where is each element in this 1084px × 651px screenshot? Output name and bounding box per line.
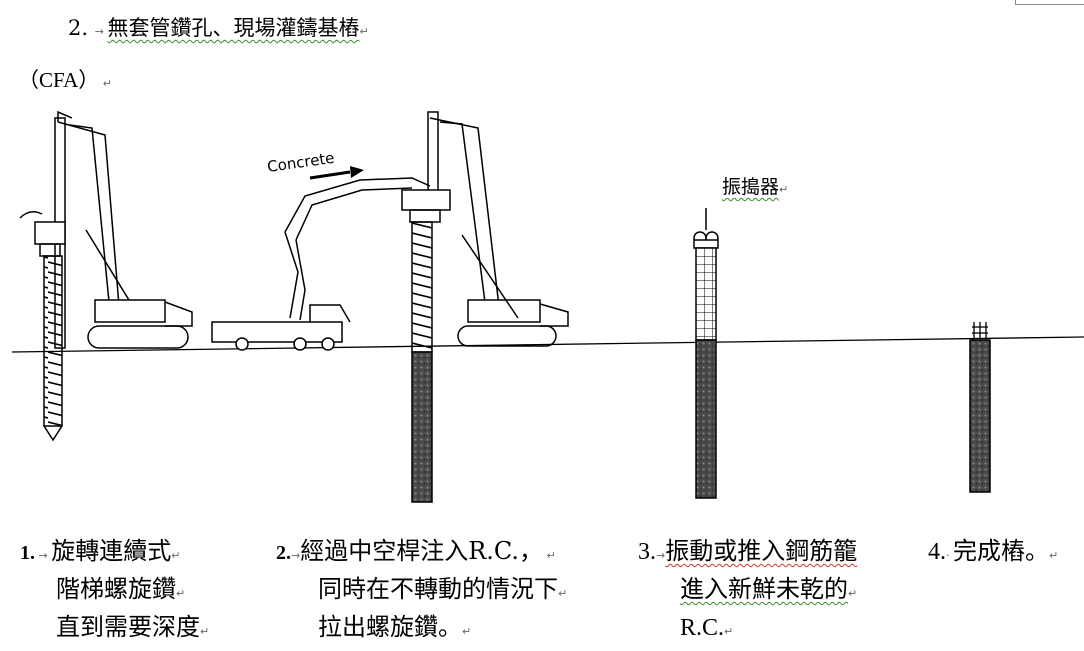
- step-3-line-3-row: R.C.↵: [680, 608, 733, 651]
- paragraph-mark-icon: ↵: [176, 587, 186, 600]
- paragraph-mark-icon: ↵: [1049, 549, 1059, 562]
- drill-rig-2: [401, 111, 569, 353]
- paragraph-mark-icon: ↵: [359, 25, 369, 38]
- pile-2-concrete: [411, 351, 433, 503]
- step-2-line-2-row: 同時在不轉動的情況下↵: [318, 570, 567, 613]
- drill-rig-1: [19, 110, 193, 442]
- paragraph-mark-icon: ↵: [724, 625, 734, 638]
- step-3-line-1: 振動或推入鋼筋籠: [665, 537, 858, 565]
- step-4: 4.· 完成樁。↵: [928, 532, 1058, 575]
- step-3-line-2: 進入新鮮未乾的: [680, 575, 848, 603]
- step-1-line-3: 直到需要深度: [56, 613, 200, 641]
- paragraph-mark-icon: ↵: [171, 549, 181, 562]
- step-1-number: 1.: [20, 542, 35, 564]
- paragraph-mark-icon: ↵: [558, 587, 568, 600]
- page-title: 2. → 無套管鑽孔、現場灌鑄基樁↵: [68, 12, 369, 42]
- concrete-flow-arrow: [309, 166, 364, 180]
- tab-arrow-icon: →: [656, 549, 666, 562]
- tab-arrow-icon: →: [35, 549, 52, 562]
- step-1-line-2: 階梯螺旋鑽: [56, 575, 176, 603]
- window-corner-frame: [1015, 0, 1084, 5]
- step-4-line-1: 完成樁。: [953, 537, 1049, 565]
- vibrator-label-text: 振搗器: [722, 176, 780, 198]
- step-3-number: 3.: [638, 539, 656, 565]
- step-2: 2.→經過中空桿注入R.C.， ↵: [276, 532, 556, 575]
- tab-arrow-icon: →: [94, 25, 108, 38]
- step-1-line-1: 旋轉連續式: [51, 537, 172, 565]
- paragraph-mark-icon: ↵: [543, 549, 556, 562]
- step-1: 1. → 旋轉連續式↵: [20, 532, 180, 575]
- step-2-line-3-row: 拉出螺旋鑽。↵: [318, 608, 471, 651]
- pile-4-concrete: [969, 339, 991, 493]
- paragraph-mark-icon: ↵: [462, 625, 472, 638]
- subtitle-text: （CFA）: [18, 68, 100, 92]
- rebar-cage: [695, 247, 717, 341]
- ground-line: [11, 336, 1084, 353]
- step-1-line-3-row: 直到需要深度↵: [56, 608, 209, 651]
- pile-4-rebar-top: [972, 322, 988, 340]
- concrete-pump-truck: [211, 177, 431, 351]
- pile-3-concrete: [695, 339, 717, 499]
- vibrator-label: 振搗器↵: [722, 172, 788, 199]
- title-number: 2.: [68, 16, 89, 40]
- subtitle: （CFA） ↵: [18, 64, 112, 94]
- step-1-line-2-row: 階梯螺旋鑽↵: [56, 570, 185, 613]
- paragraph-mark-icon: ↵: [200, 625, 210, 638]
- paragraph-mark-icon: ↵: [779, 183, 789, 196]
- tab-arrow-icon: ·: [946, 549, 953, 562]
- step-2-number: 2.: [276, 542, 291, 564]
- step-3-line-3: R.C.: [680, 615, 725, 641]
- step-2-line-3: 拉出螺旋鑽。: [318, 613, 462, 641]
- concrete-label: Concrete: [266, 149, 335, 176]
- step-2-line-1: 經過中空桿注入R.C.，: [300, 537, 544, 565]
- step-3-line-2-row: 進入新鮮未乾的↵: [680, 570, 857, 613]
- step-4-number: 4.: [928, 539, 946, 565]
- vibrator: [693, 208, 719, 249]
- paragraph-mark-icon: ↵: [99, 77, 113, 90]
- step-3: 3.→振動或推入鋼筋籠: [638, 532, 857, 575]
- title-text: 無套管鑽孔、現場灌鑄基樁: [107, 16, 360, 40]
- step-2-line-2: 同時在不轉動的情況下: [318, 575, 558, 603]
- paragraph-mark-icon: ↵: [848, 587, 858, 600]
- tab-arrow-icon: →: [291, 549, 301, 562]
